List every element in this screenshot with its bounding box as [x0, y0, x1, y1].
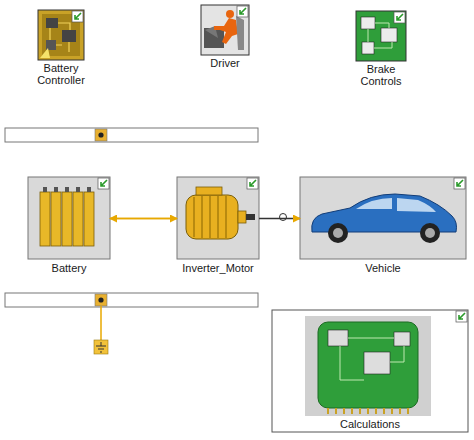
motor-icon [177, 177, 259, 259]
ground-symbol [94, 306, 108, 354]
power-bus [5, 128, 258, 307]
block-label: Driver [185, 57, 265, 69]
brake-controls-block: Brake Controls [356, 11, 406, 87]
brake-controls-icon [356, 11, 406, 61]
block-label: Vehicle [300, 262, 466, 274]
block-label: Brake Controls [349, 63, 413, 87]
connector [110, 218, 177, 220]
battery-block: Battery [28, 177, 110, 274]
calculations-icon [272, 310, 468, 432]
shaft-coupling [280, 214, 287, 221]
block-label: Inverter_Motor [168, 262, 268, 274]
driver-icon [201, 5, 249, 55]
block-label: Calculations [280, 418, 460, 430]
inverter-motor-block: Inverter_Motor [177, 177, 259, 274]
block-label: Battery Controller [21, 62, 101, 86]
block-label: Battery [19, 262, 119, 274]
battery-icon [28, 177, 110, 259]
calculations-block: Calculations [272, 310, 468, 430]
battery-controller-block: Battery Controller [38, 10, 84, 86]
vehicle-block: Vehicle [300, 177, 466, 274]
vehicle-icon [300, 177, 466, 259]
connector [110, 218, 177, 220]
battery-controller-icon [38, 10, 84, 60]
driver-block: Driver [201, 5, 249, 69]
connector [259, 218, 300, 220]
